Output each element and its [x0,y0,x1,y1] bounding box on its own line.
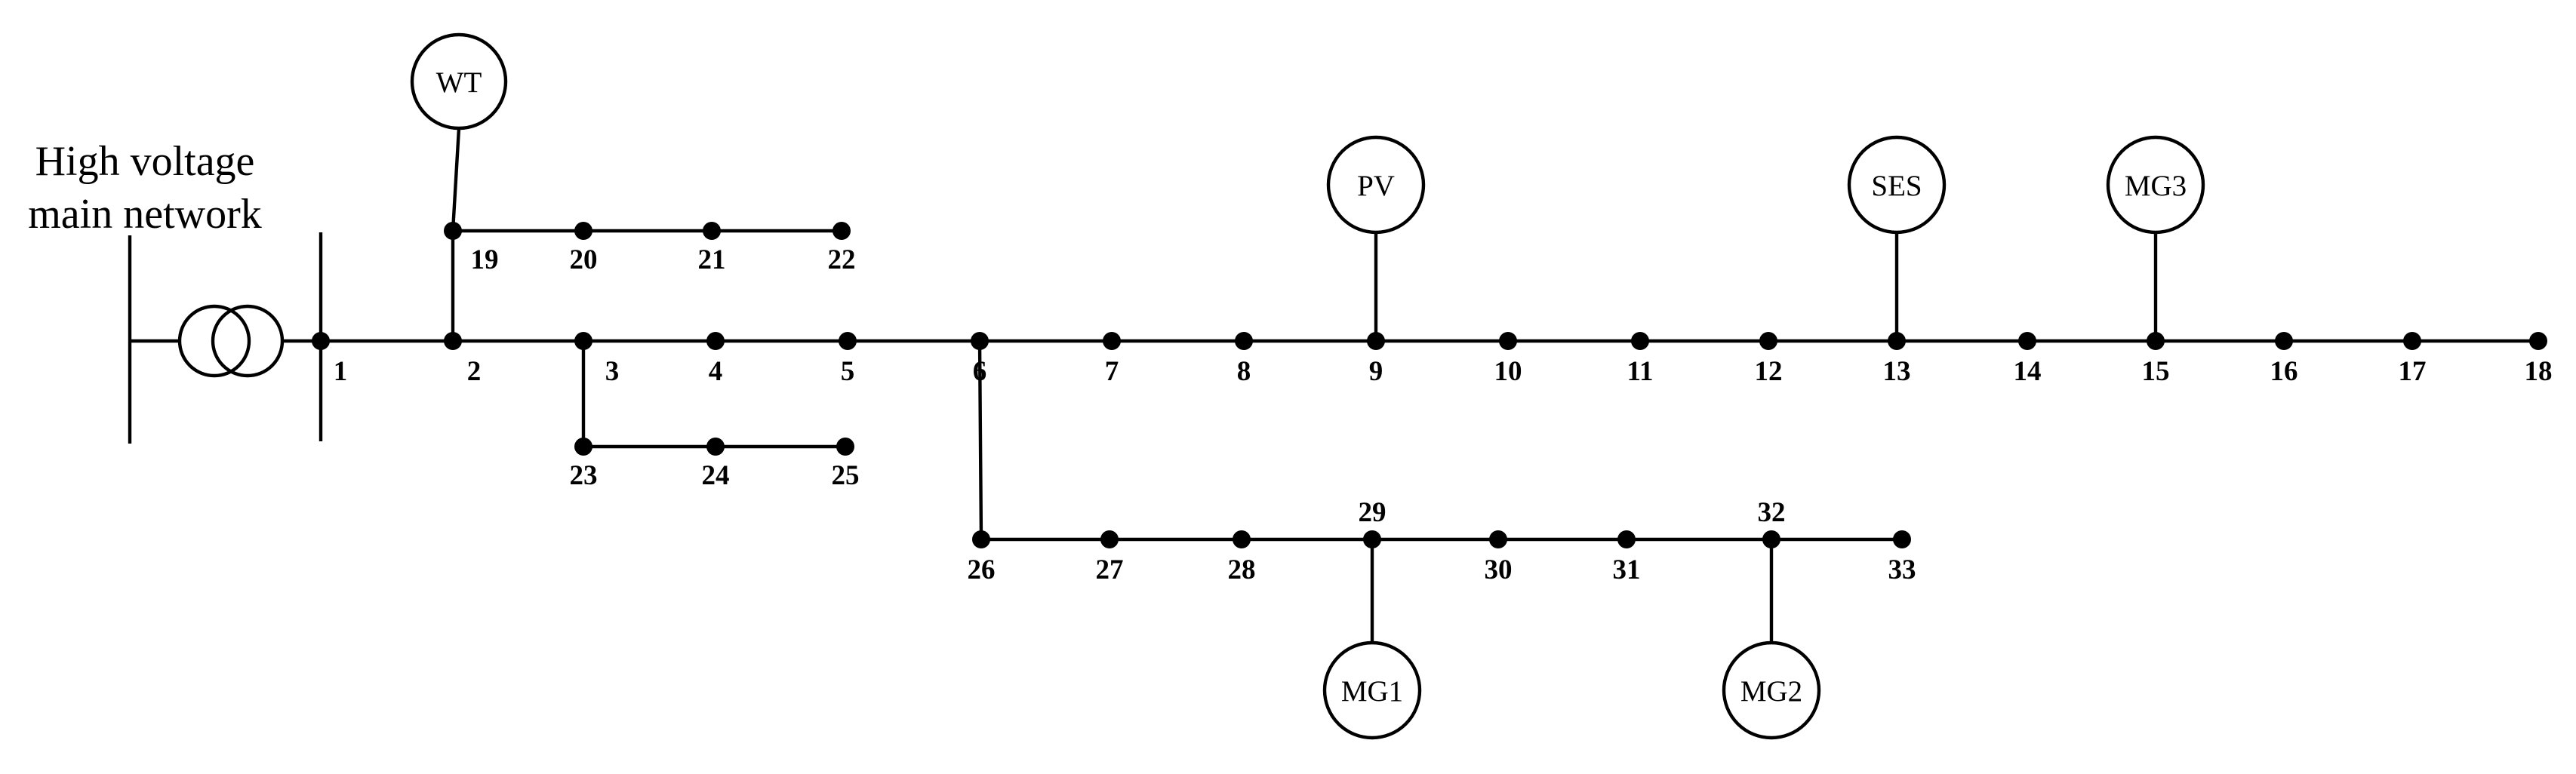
bus-nodes [312,222,2547,548]
bus-label-2: 2 [467,356,482,387]
bus-node-4 [706,332,725,350]
bus-label-7: 7 [1105,356,1119,387]
source-circle-mg3 [2106,135,2205,235]
bus-label-18: 18 [2525,356,2553,387]
bus-label-24: 24 [702,460,730,491]
network-label-line2: main network [28,191,261,238]
feeder-lines [321,229,2538,542]
lateral-line-19-22 [451,229,842,341]
bus-label-5: 5 [841,356,855,387]
bus-label-16: 16 [2270,356,2298,387]
bus-node-2 [444,332,462,350]
bus-label-33: 33 [1888,554,1916,585]
source-circle-ses [1847,135,1947,235]
bus-node-21 [703,222,721,240]
bus-node-23 [574,438,592,456]
grid-connection [128,232,323,444]
bus-label-23: 23 [570,460,598,491]
bus-label-28: 28 [1228,554,1256,585]
transformer-primary-winding [177,304,251,378]
bus-label-12: 12 [1755,356,1783,387]
bus-node-26 [972,530,990,548]
source-circle-mg1 [1322,640,1422,740]
bus-label-25: 25 [832,460,860,491]
bus-label-22: 22 [828,244,856,275]
source-pv: PV [1326,135,1426,341]
bus-label-3: 3 [605,356,620,387]
source-circle-wt [410,32,508,131]
bus-label-29: 29 [1359,497,1386,528]
bus-node-8 [1235,332,1253,350]
bus-node-22 [833,222,851,240]
bus-node-7 [1103,332,1121,350]
source-circle-mg2 [1722,640,1821,740]
bus-label-32: 32 [1758,497,1786,528]
source-label-mg2: MG2 [1740,675,1802,708]
source-label-mg1: MG1 [1341,675,1403,708]
bus-label-21: 21 [698,244,726,275]
bus-label-1: 1 [334,356,348,387]
bus-node-12 [1759,332,1777,350]
bus-node-5 [839,332,857,350]
bus-label-8: 8 [1237,356,1251,387]
bus-label-6: 6 [973,356,987,387]
bus-node-18 [2529,332,2547,350]
source-label-mg3: MG3 [2125,170,2187,202]
bus-node-25 [836,438,854,456]
bus-node-3 [574,332,592,350]
bus-node-14 [2018,332,2036,350]
bus-label-30: 30 [1485,554,1513,585]
source-label-ses: SES [1871,170,1922,202]
bus-node-20 [574,222,592,240]
bus-node-16 [2275,332,2293,350]
bus-node-24 [706,438,725,456]
source-ses: SES [1847,135,1947,341]
bus-label-4: 4 [709,356,723,387]
bus-label-19: 19 [471,244,499,275]
bus-node-11 [1631,332,1649,350]
network-label-line1: High voltage [35,138,255,185]
bus-label-9: 9 [1369,356,1383,387]
bus-node-30 [1489,530,1507,548]
bus-node-6 [971,332,989,350]
source-mg1: MG1 [1322,539,1422,740]
bus-node-27 [1100,530,1119,548]
source-connector-wt [451,127,461,232]
bus-label-11: 11 [1627,356,1654,387]
bus-node-28 [1233,530,1251,548]
bus-node-31 [1617,530,1636,548]
bus-label-13: 13 [1883,356,1911,387]
source-wt: WT [410,32,508,232]
bus-node-33 [1893,530,1911,548]
bus-label-26: 26 [968,554,996,585]
source-label-wt: WT [436,66,482,99]
bus-label-14: 14 [2014,356,2042,387]
bus-label-10: 10 [1494,356,1522,387]
bus-node-1 [312,332,330,350]
source-mg3: MG3 [2106,135,2205,341]
bus-label-31: 31 [1613,554,1641,585]
bus-label-27: 27 [1096,554,1124,585]
bus-node-17 [2403,332,2421,350]
bus-label-15: 15 [2142,356,2170,387]
bus-node-10 [1499,332,1517,350]
source-mg2: MG2 [1722,539,1821,740]
source-label-pv: PV [1357,170,1395,202]
bus-label-17: 17 [2399,356,2427,387]
source-circle-pv [1326,135,1426,235]
bus-label-20: 20 [570,244,598,275]
